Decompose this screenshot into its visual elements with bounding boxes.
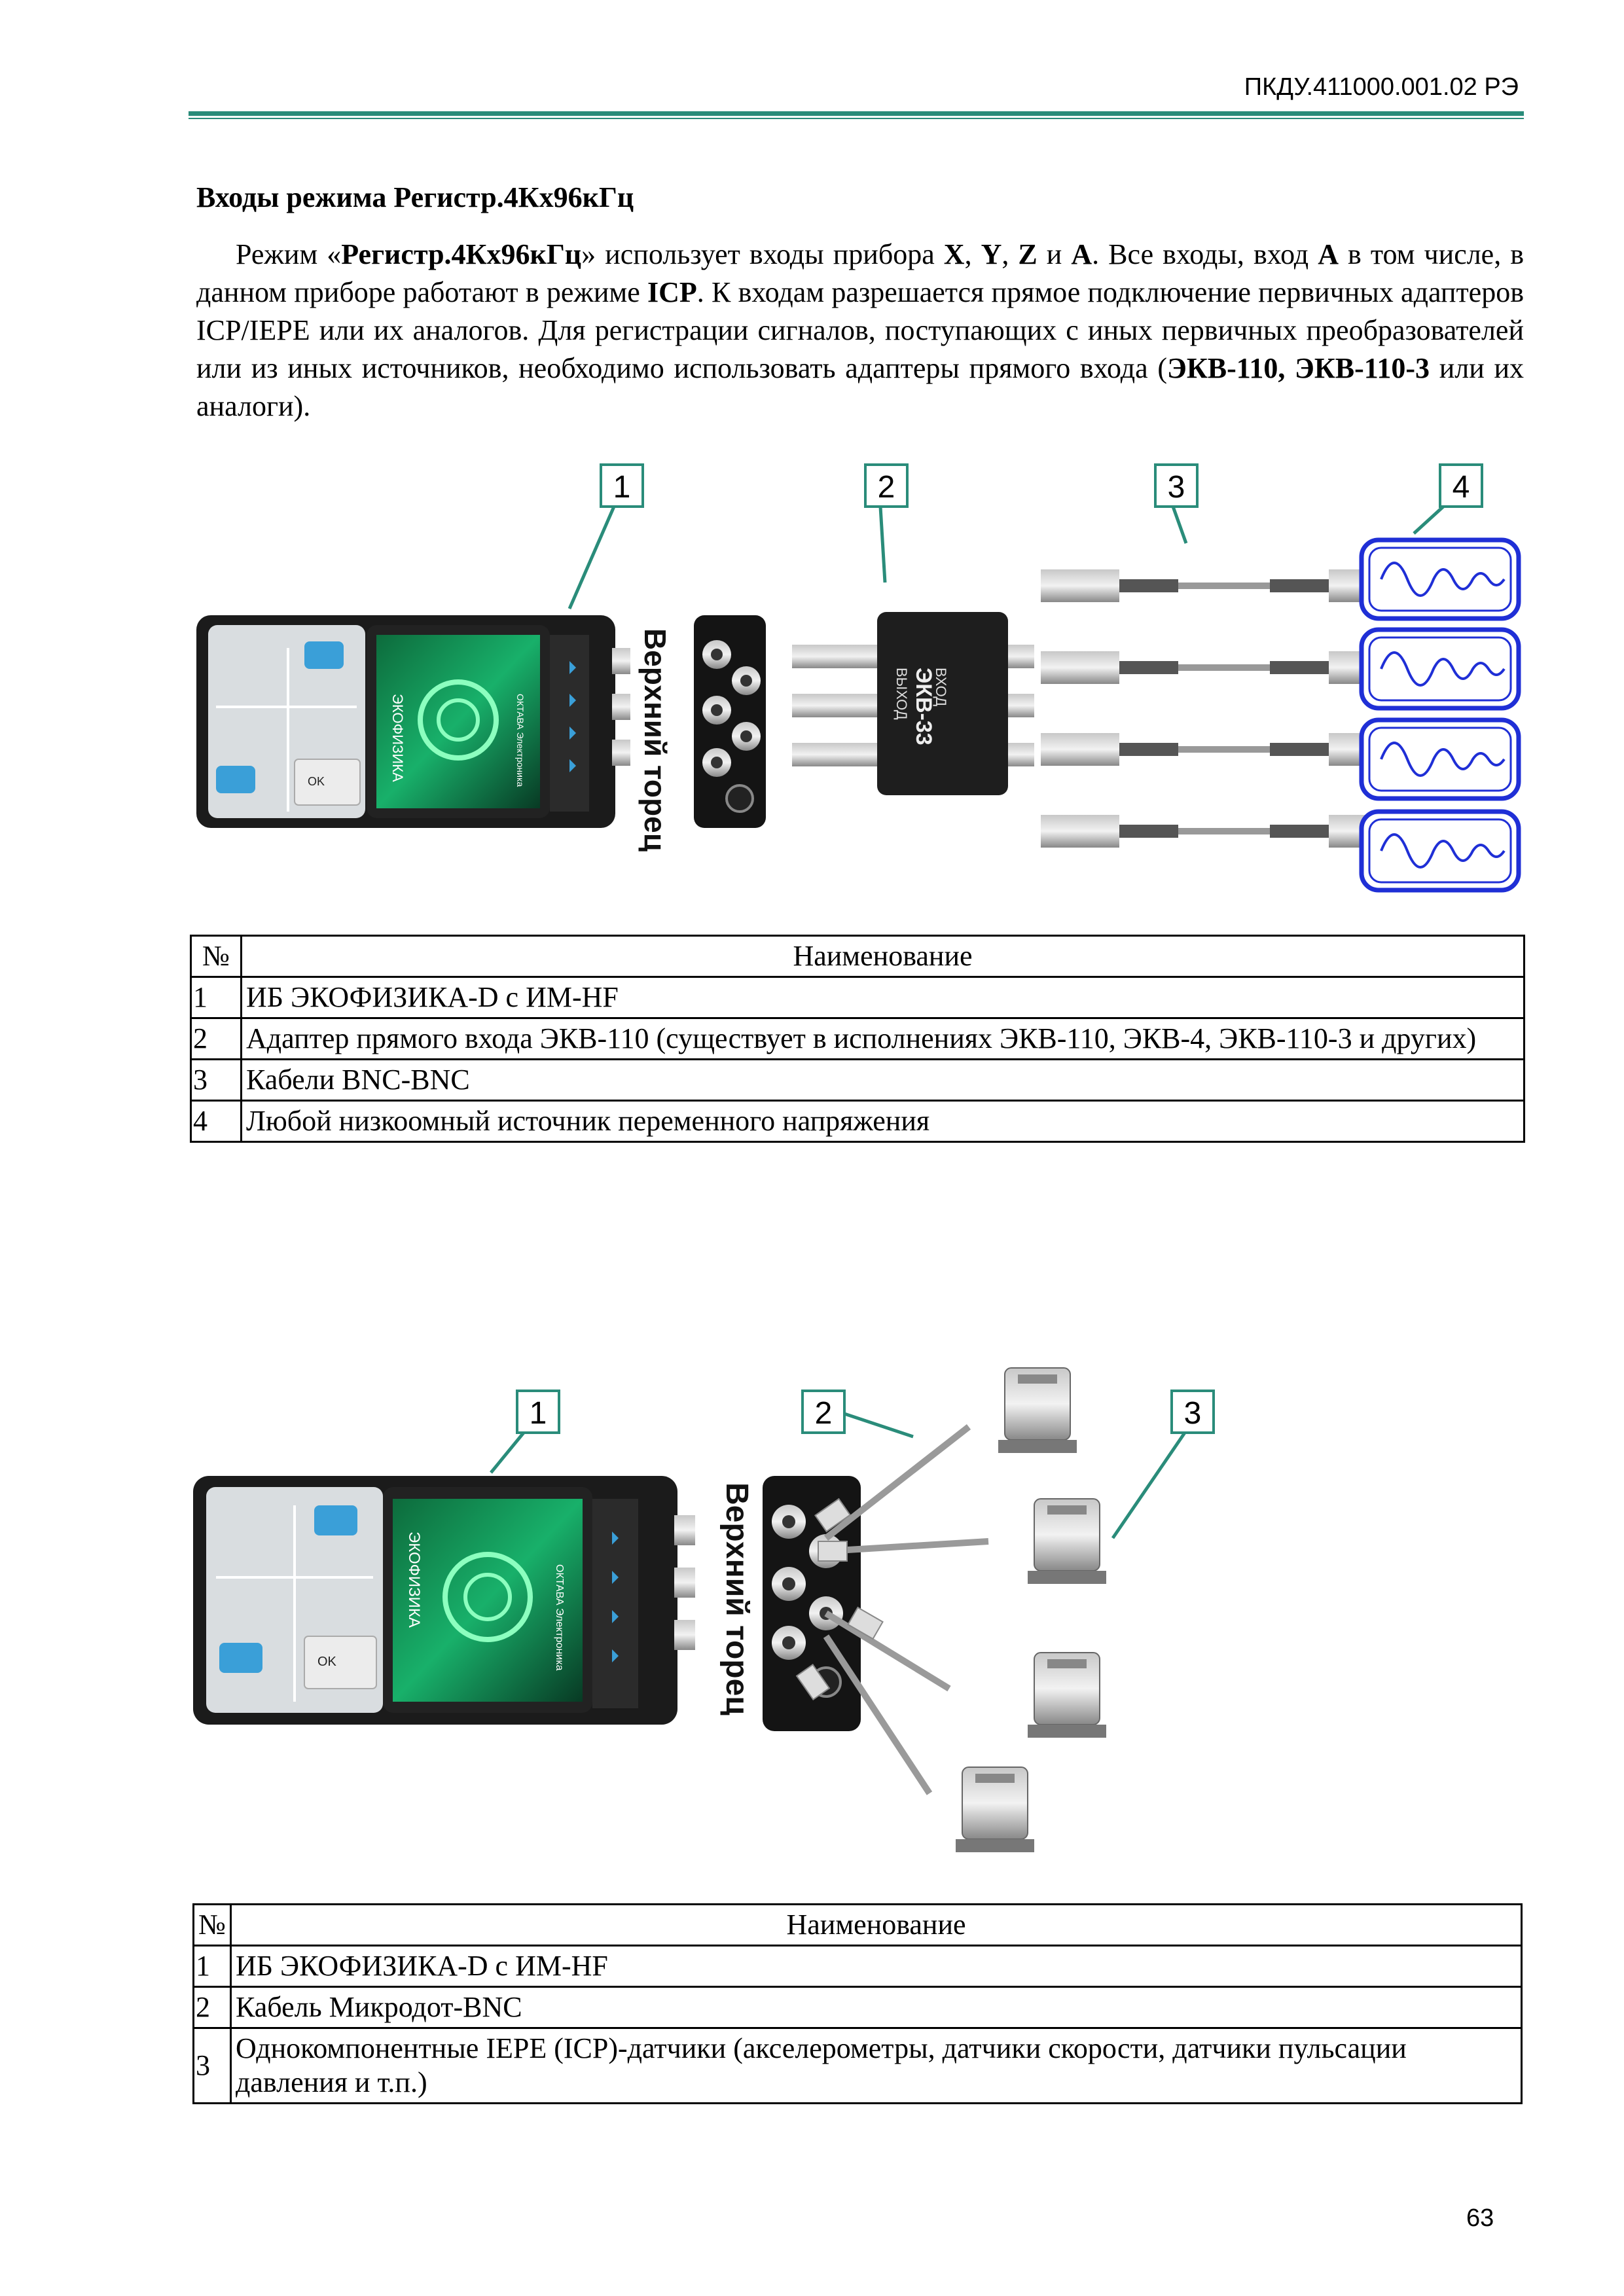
top-face-label-1: Верхний торец (638, 628, 672, 852)
svg-text:ВХОД: ВХОД (933, 668, 949, 706)
svg-text:ЭКОФИЗИКА: ЭКОФИЗИКА (389, 694, 406, 782)
header-rule (189, 111, 1524, 116)
bnc-cables (1041, 569, 1378, 848)
signal-source-icon (1359, 627, 1521, 711)
header-rule-thin (189, 118, 1524, 119)
header-number: № (192, 1903, 232, 1946)
svg-text:ОКТАВА Электроника: ОКТАВА Электроника (515, 694, 526, 787)
callout-1: 1 (490, 1390, 560, 1474)
document-number: ПКДУ.411000.001.02 РЭ (1244, 73, 1519, 101)
header-name: Наименование (240, 935, 1525, 978)
top-face-label-2: Верхний торец (719, 1482, 754, 1715)
sensor-icon (1028, 1498, 1106, 1584)
signal-source-icon (1359, 717, 1521, 801)
callout-3: 3 (1154, 463, 1199, 544)
table-row: 1 ИБ ЭКОФИЗИКА-D с ИМ-HF (192, 1945, 1523, 1988)
section-heading: Входы режима Регистр.4Кх96кГц (196, 181, 634, 213)
svg-text:4: 4 (1453, 470, 1470, 505)
callout-2: 2 (864, 463, 909, 583)
bnc-cable (1041, 651, 1378, 684)
svg-text:2: 2 (815, 1396, 833, 1431)
adapter-ekv: ВХОД ЭКВ-33 ВЫХОД (792, 612, 1034, 795)
table-row: 3 Однокомпонентные IEPE (ICP)-датчики (а… (192, 2027, 1523, 2104)
table-row: 2 Адаптер прямого входа ЭКВ-110 (существ… (190, 1017, 1525, 1060)
callout-2: 2 (801, 1390, 914, 1439)
table-row: 1 ИБ ЭКОФИЗИКА-D с ИМ-HF (190, 976, 1525, 1019)
svg-text:ЭКВ-33: ЭКВ-33 (911, 668, 936, 745)
callout-4: 4 (1413, 463, 1483, 535)
sensor-icon (1028, 1652, 1106, 1738)
signal-sources (1359, 537, 1521, 893)
sensor-icon (998, 1367, 1077, 1453)
connector-panel-2 (763, 1476, 861, 1731)
svg-text:3: 3 (1168, 470, 1185, 505)
bnc-cable (1041, 569, 1378, 602)
signal-source-icon (1359, 809, 1521, 893)
microdot-cables (795, 1424, 989, 1795)
components-table-1: № Наименование 1 ИБ ЭКОФИЗИКА-D с ИМ-HF … (190, 935, 1525, 1143)
bnc-cable (1041, 815, 1378, 848)
table-row: 4 Любой низкоомный источник переменного … (190, 1100, 1525, 1143)
table-row: 2 Кабель Микродот-BNC (192, 1986, 1523, 2029)
svg-text:ОКТАВА Электроника: ОКТАВА Электроника (554, 1564, 565, 1671)
svg-text:1: 1 (613, 470, 631, 505)
table-row: 3 Кабели BNC-BNC (190, 1058, 1525, 1102)
signal-source-icon (1359, 537, 1521, 621)
intro-paragraph: Режим «Регистр.4Кх96кГц» использует вход… (196, 238, 1525, 422)
device-ecophysica-2: OK ЭКОФИЗИКА ОКТАВА Электроника (193, 1476, 695, 1725)
iepe-sensors (956, 1367, 1106, 1852)
device-ecophysica-1: OK ЭКОФИЗИКА ОКТАВА Электроника (196, 615, 630, 828)
svg-text:1: 1 (530, 1396, 547, 1431)
callout-1: 1 (568, 463, 644, 609)
svg-text:OK: OK (317, 1655, 337, 1669)
connector-panel-1 (694, 615, 766, 828)
callout-3: 3 (1111, 1390, 1215, 1539)
svg-text:ВЫХОД: ВЫХОД (893, 668, 910, 720)
page-number: 63 (1466, 2204, 1494, 2232)
header-number: № (190, 935, 242, 978)
table-header-row: № Наименование (190, 935, 1525, 978)
figure-1: 1 2 3 4 OK ЭКОФИЗИКА ОКТАВА Электроника (196, 463, 1521, 893)
header-name: Наименование (230, 1903, 1523, 1946)
svg-text:OK: OK (308, 775, 325, 788)
table-header-row: № Наименование (192, 1903, 1523, 1946)
components-table-2: № Наименование 1 ИБ ЭКОФИЗИКА-D с ИМ-HF … (192, 1903, 1523, 2104)
svg-text:3: 3 (1184, 1396, 1202, 1431)
bnc-cable (1041, 733, 1378, 766)
svg-text:ЭКОФИЗИКА: ЭКОФИЗИКА (405, 1532, 423, 1628)
sensor-icon (956, 1767, 1034, 1852)
svg-text:2: 2 (878, 470, 895, 505)
